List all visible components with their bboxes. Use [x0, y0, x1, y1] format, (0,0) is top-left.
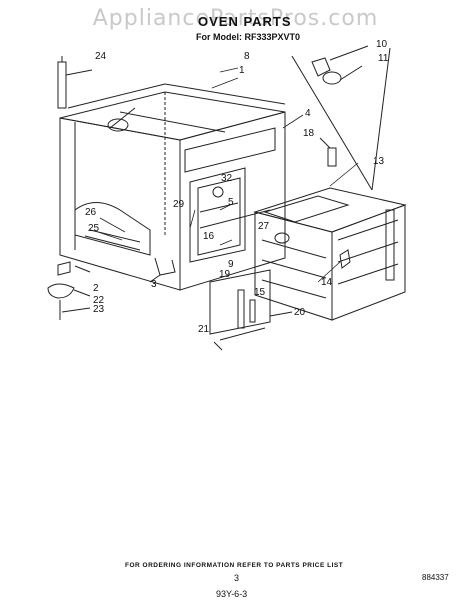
- callout-23: 26: [85, 207, 97, 218]
- element-8: [149, 257, 176, 283]
- callout-13: 13: [373, 156, 385, 167]
- oven-frame: [189, 167, 246, 263]
- callout-27: 27: [258, 221, 270, 232]
- cabinet-body: [59, 83, 286, 291]
- callout-9: 9: [228, 259, 234, 270]
- callout-3: 2: [93, 283, 99, 294]
- bracket-assembly: [209, 269, 293, 351]
- callout-18: 15: [254, 287, 266, 298]
- callout-11: 11: [378, 53, 389, 64]
- callout-10: 10: [376, 39, 388, 50]
- part-number: 884337: [422, 573, 449, 582]
- callout-32: 32: [221, 173, 233, 184]
- callout-15: 16: [203, 231, 215, 242]
- leader-lines: [97, 67, 359, 283]
- knob-10-11: [291, 45, 391, 191]
- callout-8: 3: [151, 279, 157, 290]
- callout-22: 25: [88, 223, 100, 234]
- ordering-note: FOR ORDERING INFORMATION REFER TO PARTS …: [125, 562, 344, 569]
- callout-2: 8: [244, 51, 250, 62]
- callout-4: 4: [305, 108, 311, 119]
- page-number: 3: [234, 573, 240, 583]
- page-title: OVEN PARTS: [198, 14, 292, 29]
- callout-29: 29: [173, 199, 185, 210]
- parts-3-25-26: [47, 261, 91, 320]
- callout-19: 19: [219, 269, 231, 280]
- callout-25: 22: [93, 295, 105, 306]
- callout-20: 20: [294, 307, 306, 318]
- oven-cavity: [253, 187, 407, 321]
- document-code: 93Y-6-3: [216, 589, 248, 599]
- callout-16: 18: [303, 128, 315, 139]
- callout-5: 5: [228, 197, 234, 208]
- callout-26: 23: [93, 304, 105, 315]
- bracket-24: [57, 56, 93, 109]
- callout-21: 21: [198, 324, 210, 335]
- model-label: For Model: RF333PXVT0: [196, 32, 301, 42]
- sensor-16: [319, 137, 337, 167]
- watermark: AppliancePartsPros.com: [92, 6, 379, 31]
- callout-14: 14: [321, 277, 333, 288]
- callout-1: 1: [239, 65, 245, 76]
- callout-24: 24: [95, 51, 107, 62]
